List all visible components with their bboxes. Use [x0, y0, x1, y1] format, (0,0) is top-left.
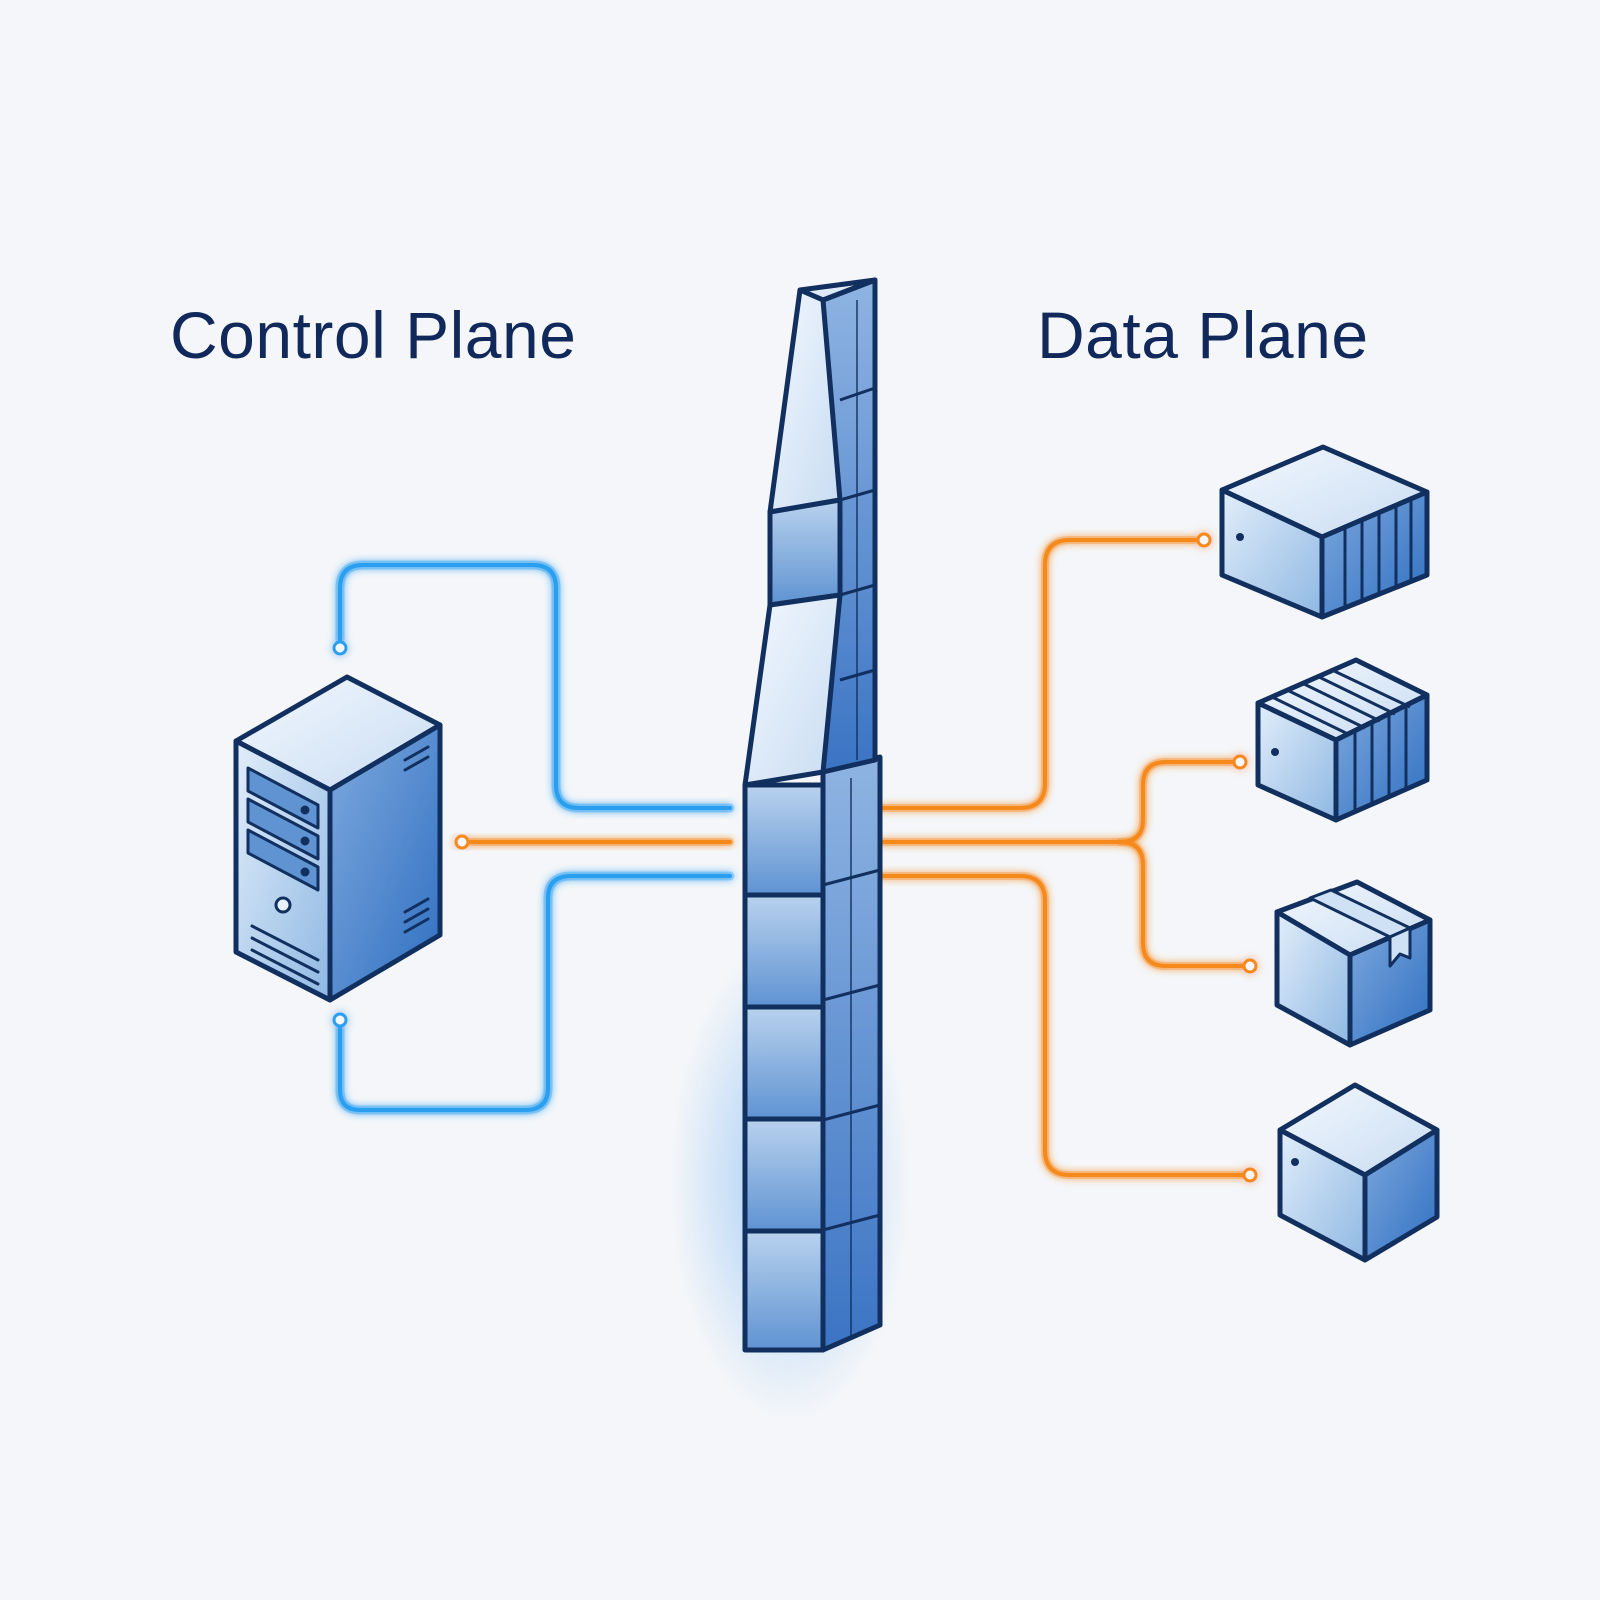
wall-block-5	[742, 1228, 826, 1353]
data-link-2	[876, 754, 1248, 846]
package-box-icon	[1274, 879, 1433, 1048]
server-chassis-icon-2	[1255, 657, 1430, 823]
server-tower-icon	[233, 674, 443, 1003]
tower-drive-bays	[246, 766, 320, 892]
wall-upper-block-1	[767, 497, 843, 608]
wall-block-1	[742, 782, 826, 898]
control-plane-title: Control Plane	[170, 298, 577, 372]
tower-vents	[250, 745, 430, 986]
data-links	[876, 532, 1258, 1183]
data-link-1	[876, 532, 1212, 812]
control-link-bottom	[332, 871, 735, 1115]
wall-block-3	[742, 1004, 826, 1122]
wall-block-2	[742, 892, 826, 1010]
control-links	[332, 560, 735, 1115]
data-link-4	[876, 872, 1258, 1183]
control-link-top	[332, 560, 735, 813]
power-button-icon	[274, 896, 292, 914]
control-link-center	[454, 834, 734, 850]
wall-side-courses	[822, 778, 881, 1340]
tower-side	[327, 722, 443, 1003]
data-link-3	[1116, 838, 1258, 974]
wall-block-4	[742, 1116, 826, 1234]
storage-box-icon	[1277, 1082, 1440, 1263]
server-chassis-icon	[1219, 444, 1430, 620]
wall-mid-slab	[742, 592, 843, 788]
firewall-wall-icon	[742, 277, 883, 1353]
wall-upper-courses	[839, 300, 876, 760]
data-plane-title: Data Plane	[1037, 298, 1369, 372]
